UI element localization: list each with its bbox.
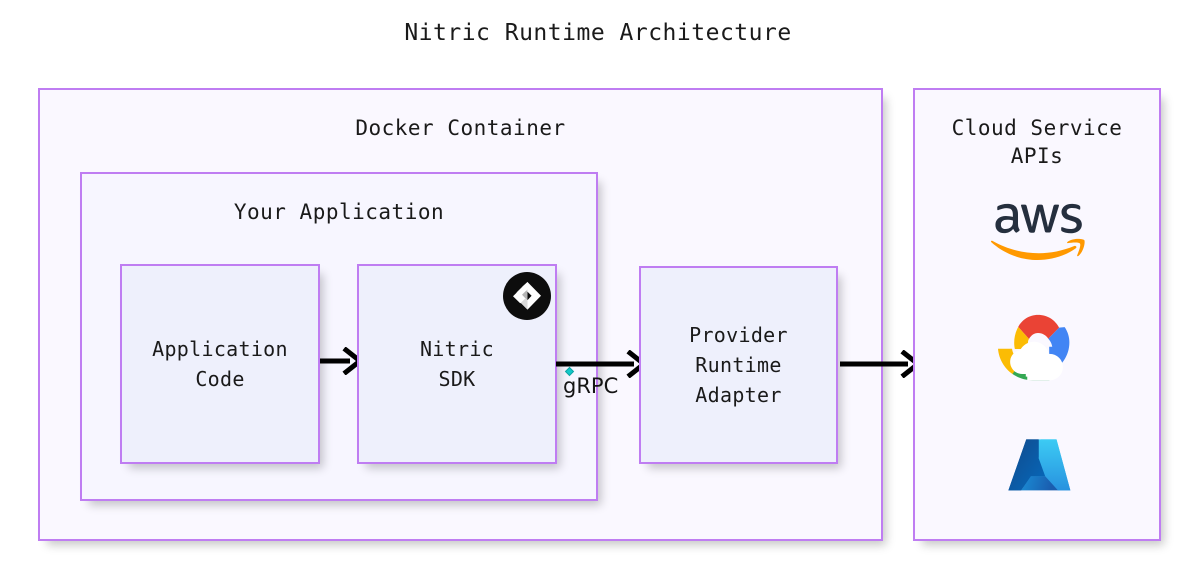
cloud-service-apis-title: Cloud Service APIs: [951, 116, 1123, 169]
aws-logo-icon: [991, 203, 1085, 260]
nitric-logo-icon: [503, 272, 551, 320]
edge-label-grpc: gRPC: [563, 366, 619, 398]
arrow-appcode-to-sdk: [320, 347, 362, 375]
page-title: Nitric Runtime Architecture: [404, 20, 792, 46]
provider-runtime-adapter-node[interactable]: Provider Runtime Adapter: [639, 266, 838, 464]
arrow-adapter-to-cloud: [840, 350, 920, 378]
cloud-service-apis-panel: Cloud Service APIs: [913, 88, 1161, 541]
azure-logo-icon: [1008, 439, 1071, 491]
google-cloud-logo-icon: [998, 314, 1070, 381]
your-application-title: Your Application: [233, 200, 445, 224]
nitric-sdk-label: Nitric SDK: [419, 337, 495, 391]
docker-container-title: Docker Container: [355, 116, 566, 140]
application-code-node[interactable]: Application Code: [120, 264, 320, 464]
grpc-marker-icon: [564, 366, 575, 377]
application-code-label: Application Code: [152, 337, 288, 391]
provider-runtime-adapter-label: Provider Runtime Adapter: [689, 323, 788, 407]
edge-label-grpc-text: gRPC: [563, 374, 619, 398]
